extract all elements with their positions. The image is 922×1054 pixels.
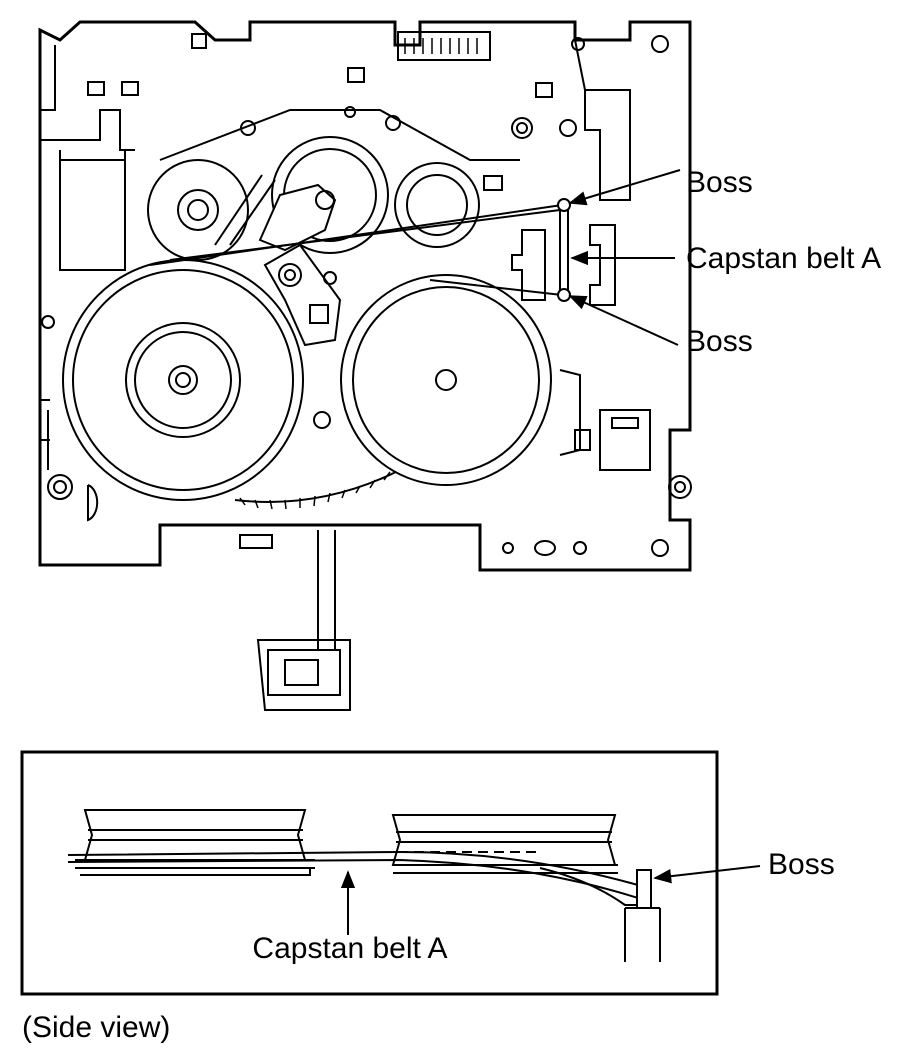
side-view-right-pulley	[391, 814, 618, 874]
side-view-left-pulley	[75, 809, 315, 876]
capstan-belt-a-top	[149, 174, 569, 296]
callout-boss-bottom: Boss	[568, 295, 753, 358]
right-reel-gear	[340, 274, 552, 486]
boss-side-label: Boss	[768, 848, 835, 881]
side-view-frame	[20, 750, 719, 996]
center-gear	[258, 136, 389, 254]
callout-capstan-belt-top: Capstan belt A	[570, 242, 881, 275]
callout-capstan-belt-side: Capstan belt A	[252, 870, 448, 965]
boss-bottom-label: Boss	[686, 325, 753, 358]
chassis-plate	[38, 20, 692, 572]
boss-upper	[557, 198, 571, 212]
capstan-belt-a-top-label: Capstan belt A	[686, 242, 881, 275]
upper-left-idler	[147, 159, 249, 261]
side-view-caption: (Side view)	[22, 1011, 170, 1044]
callout-boss-side: Boss	[653, 848, 835, 884]
boss-top-label: Boss	[686, 166, 753, 199]
callout-boss-top: Boss	[568, 166, 753, 206]
side-view-capstan-belt	[67, 850, 645, 906]
capstan-belt-a-side-label: Capstan belt A	[252, 932, 447, 965]
boss-lower	[557, 288, 571, 302]
tension-arm	[263, 243, 342, 429]
side-view-boss	[624, 869, 661, 962]
upper-right-idler	[394, 162, 480, 248]
flex-cable-connector	[239, 530, 351, 711]
